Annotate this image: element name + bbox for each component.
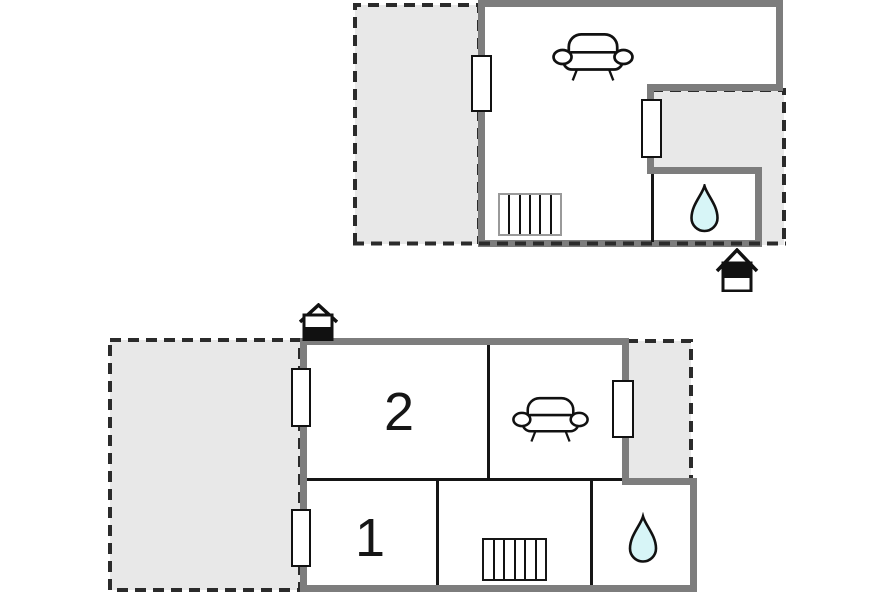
upper-window-left — [471, 55, 492, 112]
lower-bathroom-wall-right — [690, 478, 697, 592]
stair-tread — [495, 540, 505, 579]
stair-tread — [521, 195, 531, 234]
stair-tread — [510, 195, 521, 234]
bedroom1-label: 1 — [354, 508, 386, 568]
bedroom2-label: 2 — [383, 382, 415, 442]
lower-wall-bedroom1-stairs — [436, 481, 439, 585]
lower-window-living — [612, 380, 634, 438]
terrace-lower-right-fill — [627, 341, 691, 479]
terrace-lower-left — [108, 338, 302, 592]
stair-tread — [500, 195, 511, 234]
lower-entrance-house-icon — [299, 303, 338, 341]
upper-sofa-icon — [552, 32, 634, 81]
stair-tread — [526, 540, 537, 579]
upper-entrance-house-icon — [715, 248, 759, 292]
stair-tread — [537, 540, 546, 579]
upper-bathroom-wall-left — [651, 174, 654, 242]
lower-wall-top — [300, 338, 629, 345]
lower-bathroom-wall-top — [622, 478, 697, 485]
terrace-upper-left — [353, 3, 481, 244]
lower-wall-bedroom2-living — [487, 345, 490, 480]
upper-wall-top — [478, 0, 783, 7]
stair-tread — [541, 195, 552, 234]
lower-water-drop-icon — [628, 512, 658, 563]
upper-stairs-icon — [498, 193, 562, 236]
upper-wall-right — [776, 0, 783, 91]
stair-tread — [484, 540, 495, 579]
lower-wall-left — [300, 338, 307, 592]
stair-tread — [516, 540, 526, 579]
lower-wall-stairs-bathroom — [590, 481, 593, 585]
lower-window-bedroom1 — [291, 509, 311, 567]
stair-tread — [531, 195, 542, 234]
upper-wall-bottom — [478, 240, 762, 247]
lower-sofa-icon — [512, 396, 589, 442]
lower-window-bedroom2 — [291, 368, 311, 427]
upper-bathroom-wall-right — [755, 167, 762, 247]
upper-wall-step — [647, 84, 783, 91]
stair-tread — [505, 540, 516, 579]
upper-water-drop-icon — [690, 184, 719, 233]
terrace-lower-right-border — [627, 339, 693, 479]
upper-window-right — [641, 99, 662, 158]
lower-wall-horizontal — [307, 478, 622, 481]
stair-tread — [552, 195, 560, 234]
upper-wall-left — [478, 0, 485, 247]
lower-stairs-icon — [482, 538, 547, 581]
lower-wall-bottom — [300, 585, 697, 592]
upper-bathroom-wall-top — [647, 167, 762, 174]
